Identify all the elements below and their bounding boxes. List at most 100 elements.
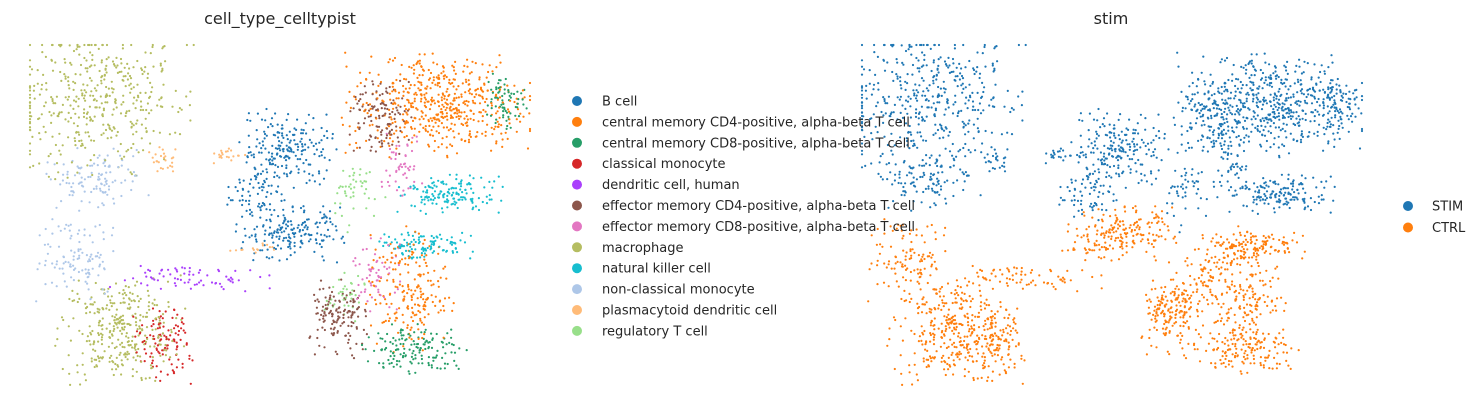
cell-point [1003, 316, 1006, 319]
cell-point [389, 261, 392, 264]
cell-point [1237, 134, 1240, 138]
cell-point [935, 292, 939, 295]
cell-point [1246, 354, 1249, 357]
cell-point [407, 288, 410, 291]
cell-point [326, 228, 330, 231]
cell-point [1205, 105, 1208, 108]
cell-point [1282, 122, 1285, 125]
cell-point [1021, 90, 1024, 93]
cell-point [1234, 321, 1237, 324]
cell-point [960, 109, 963, 112]
cell-point [1110, 237, 1113, 241]
cell-point [242, 179, 245, 182]
cell-point [1201, 282, 1204, 285]
cell-point [410, 240, 413, 243]
cell-point [970, 325, 973, 328]
cell-point [177, 329, 181, 333]
cell-point [262, 144, 265, 147]
cell-point [1277, 102, 1280, 106]
cell-point [86, 282, 89, 285]
cell-point [1103, 162, 1107, 166]
cell-point [111, 368, 114, 371]
cell-point [1240, 169, 1243, 172]
cell-point [1074, 179, 1077, 182]
cell-point [1360, 98, 1364, 102]
cell-point [1239, 288, 1242, 291]
cell-point [385, 241, 388, 244]
cell-point [352, 321, 355, 325]
cell-point [1348, 102, 1351, 105]
cell-point [1115, 220, 1118, 223]
cell-point [1253, 198, 1256, 201]
cell-point [220, 156, 223, 159]
cell-point [1217, 169, 1220, 172]
cell-point [1262, 284, 1265, 287]
cell-point [881, 245, 884, 248]
cell-point [77, 249, 80, 253]
cell-point [883, 218, 886, 221]
cell-point [1205, 349, 1208, 352]
cell-point [932, 61, 935, 64]
cell-point [430, 177, 433, 180]
cell-point [427, 271, 430, 274]
cell-point [1086, 235, 1089, 238]
cell-point [375, 271, 378, 274]
cell-point [1244, 340, 1247, 343]
cell-point [101, 333, 104, 336]
cell-point [1132, 128, 1135, 131]
cell-point [1207, 342, 1210, 345]
cell-point [72, 317, 75, 320]
cell-point [166, 280, 170, 283]
cell-point [1200, 274, 1203, 277]
cell-point [986, 328, 989, 331]
cell-point [1269, 179, 1272, 182]
cell-point [28, 126, 32, 129]
cell-point [285, 164, 288, 167]
cell-point [41, 51, 44, 54]
cell-point [91, 257, 94, 261]
cell-point [1280, 81, 1283, 84]
cell-point [944, 88, 947, 91]
cell-point [76, 165, 79, 168]
cell-point [407, 271, 410, 274]
cell-point [928, 251, 932, 254]
cell-point [1296, 78, 1299, 81]
cell-point [1224, 351, 1227, 354]
cell-point [1205, 198, 1208, 201]
cell-point [882, 43, 886, 47]
cell-point [933, 328, 936, 331]
cell-point [918, 70, 921, 73]
cell-point [1014, 322, 1017, 325]
cell-point [227, 196, 230, 199]
cell-point [1229, 331, 1232, 334]
cell-point [1270, 85, 1274, 88]
cell-point [1231, 365, 1234, 368]
cell-point [424, 305, 427, 308]
cell-point [1134, 162, 1137, 165]
cell-point [1059, 196, 1062, 199]
cell-point [222, 288, 225, 291]
cell-point [1209, 332, 1212, 335]
cell-point [1098, 171, 1101, 174]
cell-point [1257, 264, 1260, 268]
cell-point [940, 124, 943, 127]
cell-point [1177, 194, 1180, 197]
cell-point [999, 301, 1002, 304]
cell-point [1092, 163, 1095, 166]
cell-point [249, 151, 252, 154]
cell-point [97, 357, 100, 360]
cell-point [921, 164, 924, 167]
cell-point [1347, 118, 1350, 121]
cell-point [1236, 354, 1239, 357]
cell-point [402, 352, 406, 355]
cell-point [417, 87, 420, 90]
cell-point [1268, 84, 1271, 87]
cell-point [102, 162, 105, 165]
cell-point [1265, 116, 1268, 119]
cell-point [1238, 91, 1241, 94]
cell-point [1271, 190, 1274, 193]
cell-point [997, 349, 1000, 352]
cell-point [289, 254, 292, 257]
cell-point [1227, 169, 1230, 172]
cell-point [1262, 96, 1266, 99]
